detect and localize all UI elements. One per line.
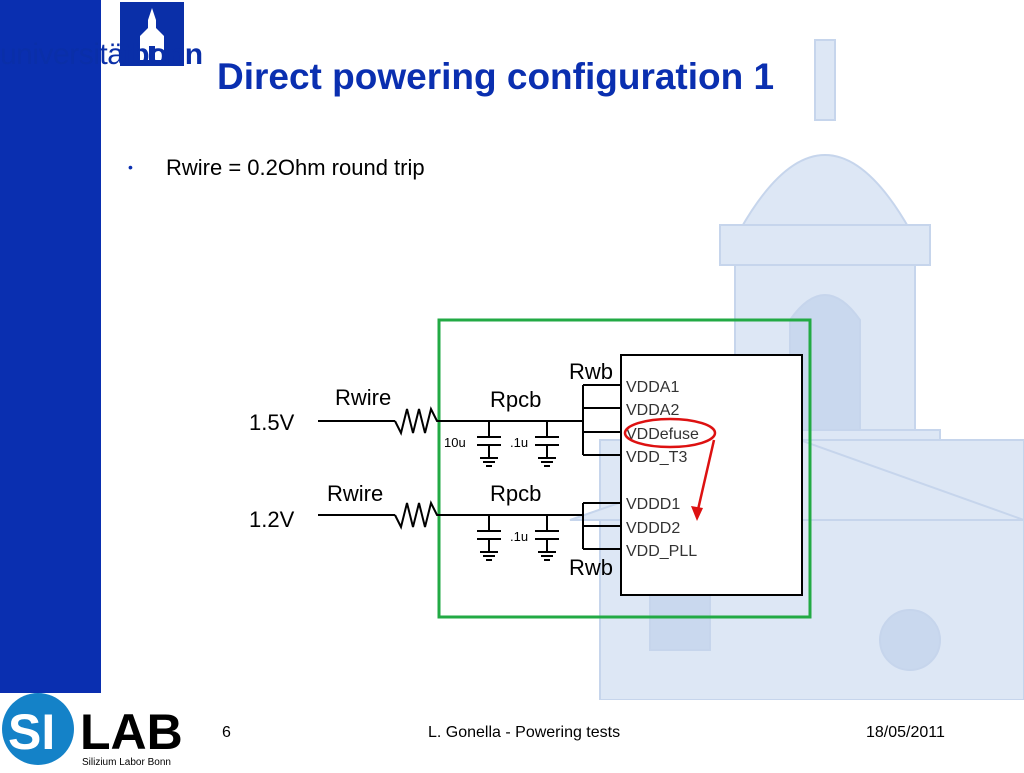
voltage-label-1: 1.5V	[249, 410, 295, 435]
voltage-label-2: 1.2V	[249, 507, 295, 532]
pin-label: VDD_T3	[626, 449, 687, 466]
bullet-item: Rwire = 0.2Ohm round trip	[166, 155, 425, 180]
footer-page-number: 6	[222, 724, 231, 741]
pin-label: VDDA2	[626, 402, 679, 419]
slide-title: Direct powering configuration 1	[217, 56, 775, 97]
pin-label: VDDD2	[626, 520, 680, 537]
university-emblem	[120, 2, 184, 66]
rwire-label-1: Rwire	[335, 385, 391, 410]
cap-label-01u-2: .1u	[510, 529, 528, 544]
highlight-arrow	[695, 439, 716, 515]
rwb-label-1: Rwb	[569, 359, 613, 384]
rpcb-label-2: Rpcb	[490, 481, 541, 506]
rwire-label-2: Rwire	[327, 481, 383, 506]
footer-title: L. Gonella - Powering tests	[428, 724, 621, 741]
pin-label: VDDD1	[626, 496, 680, 513]
rwire-resistor-1	[394, 406, 448, 436]
chip-box	[620, 354, 803, 596]
pin-label: VDDefuse	[626, 426, 699, 443]
bullet-icon: •	[128, 159, 133, 175]
pin-label: VDD_PLL	[626, 543, 697, 560]
vddefuse-highlight	[623, 417, 717, 449]
cap-label-01u-1: .1u	[510, 435, 528, 450]
svg-text:LAB: LAB	[80, 704, 183, 760]
rpcb-label-1: Rpcb	[490, 387, 541, 412]
university-wordmark: universitätbonn	[0, 38, 203, 71]
university-logo: universitätbonn	[0, 0, 203, 71]
svg-text:SI: SI	[8, 704, 55, 760]
rwb-label-2: Rwb	[569, 555, 613, 580]
left-sidebar-band	[0, 0, 101, 693]
rwire-resistor-2	[394, 500, 448, 530]
pin-label: VDDA1	[626, 379, 679, 396]
footer-date: 18/05/2011	[866, 724, 945, 741]
cap-label-10u: 10u	[444, 435, 466, 450]
svg-text:Silizium Labor Bonn: Silizium Labor Bonn	[82, 757, 171, 768]
highlight-arrowhead	[691, 506, 703, 521]
chip-boundary-box	[437, 318, 812, 619]
silab-logo: SI LAB Silizium Labor Bonn	[0, 693, 200, 768]
